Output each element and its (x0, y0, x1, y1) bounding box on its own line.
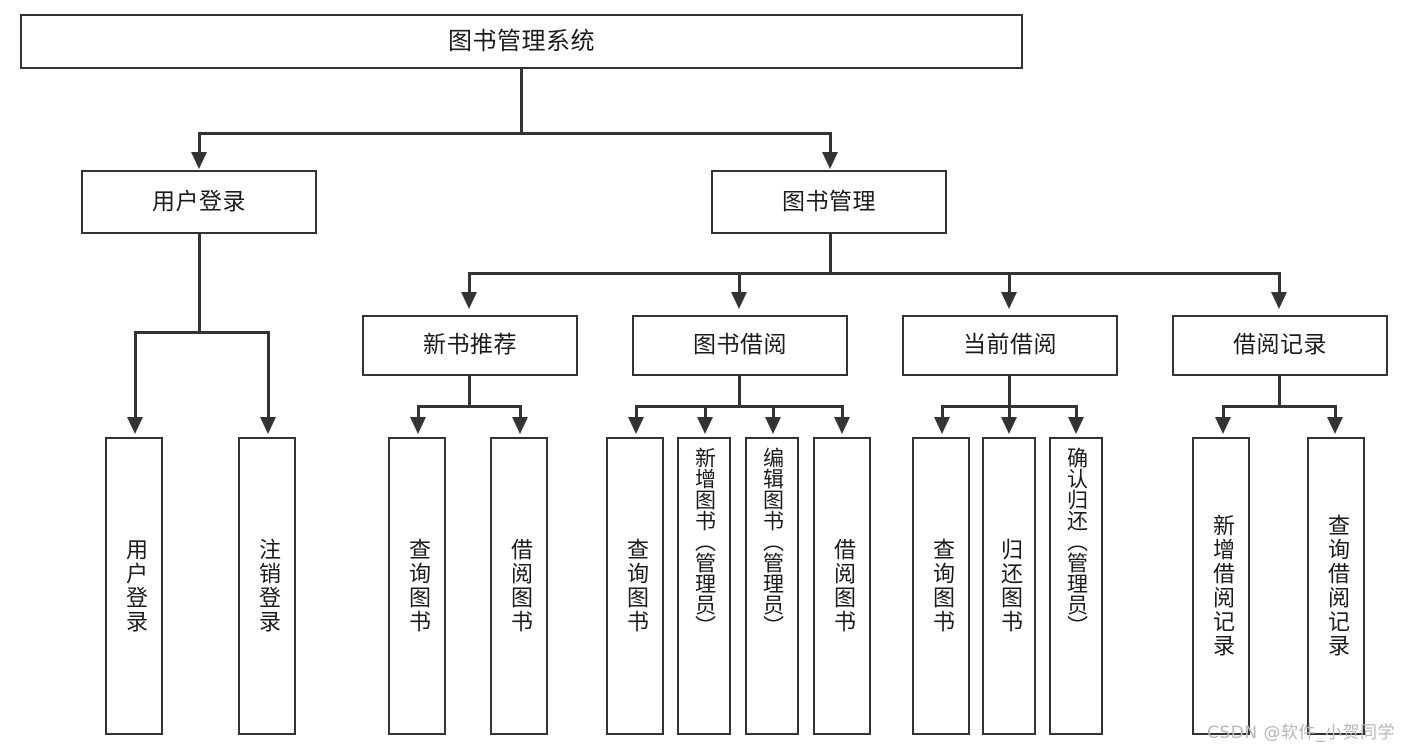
leaf-user-login-logout[interactable]: 注销登录 (238, 437, 296, 735)
arrowhead-br-child-2 (1327, 417, 1343, 434)
connector-br-child-1 (1222, 405, 1225, 419)
node-label: 用户登录 (122, 538, 147, 634)
connector-user-login-bar (134, 331, 269, 334)
arrowhead-root-to-book-management (822, 152, 838, 169)
connector-cb-child-1 (941, 405, 944, 419)
connector-root-stem (520, 69, 523, 133)
node-label: 新书推荐 (423, 332, 517, 359)
leaf-bb-borrow-book[interactable]: 借阅图书 (813, 437, 871, 735)
connector-book-management-bar (468, 272, 1280, 275)
arrowhead-bb-child-2 (697, 417, 713, 434)
connector-br-child-2 (1334, 405, 1337, 419)
node-book-management[interactable]: 图书管理 (711, 170, 947, 234)
node-label: 图书管理系统 (448, 26, 595, 55)
connector-cb-stem (1008, 376, 1011, 407)
connector-root-to-user-login (198, 132, 201, 154)
connector-root-to-book-management (829, 132, 832, 154)
leaf-bb-add-book-admin[interactable]: 新增图书（管理员） (677, 437, 731, 735)
node-label: 查询图书 (929, 538, 954, 634)
node-label: 注销登录 (255, 538, 280, 634)
node-label: 借阅记录 (1233, 332, 1327, 359)
leaf-cb-confirm-return-admin[interactable]: 确认归还（管理员） (1049, 437, 1103, 735)
arrowhead-cb-child-2 (1001, 417, 1017, 434)
connector-bm-child-4 (1278, 272, 1281, 294)
arrowhead-cb-child-1 (934, 417, 950, 434)
leaf-bb-edit-book-admin[interactable]: 编辑图书（管理员） (745, 437, 799, 735)
connector-user-login-stem (198, 234, 201, 333)
node-current-borrow[interactable]: 当前借阅 (902, 315, 1118, 376)
connector-bb-stem (738, 376, 741, 407)
node-label: 借阅图书 (830, 538, 855, 634)
connector-root-bar (198, 132, 832, 135)
connector-cb-child-3 (1075, 405, 1078, 419)
arrowhead-nbr-child-1 (410, 417, 426, 434)
arrowhead-br-child-1 (1215, 417, 1231, 434)
connector-bb-bar (635, 405, 843, 408)
node-label: 图书管理 (782, 188, 876, 215)
arrowhead-nbr-child-2 (512, 417, 528, 434)
node-label: 查询借阅记录 (1324, 514, 1349, 658)
arrowhead-user-login-child-2 (260, 417, 276, 434)
node-borrow-record[interactable]: 借阅记录 (1172, 315, 1388, 376)
leaf-cb-query-book[interactable]: 查询图书 (912, 437, 970, 735)
connector-bm-child-2 (738, 272, 741, 294)
connector-bb-child-1 (635, 405, 638, 419)
leaf-br-query-record[interactable]: 查询借阅记录 (1307, 437, 1365, 735)
arrowhead-bm-child-4 (1271, 292, 1287, 309)
leaf-nbr-query-book[interactable]: 查询图书 (388, 437, 446, 735)
connector-br-stem (1278, 376, 1281, 407)
arrowhead-bm-child-3 (1001, 292, 1017, 309)
leaf-cb-return-book[interactable]: 归还图书 (982, 437, 1036, 735)
node-label: 编辑图书（管理员） (760, 447, 785, 636)
node-label: 归还图书 (997, 538, 1022, 634)
connector-nbr-bar (417, 405, 521, 408)
connector-bm-child-1 (468, 272, 471, 294)
node-label: 用户登录 (152, 188, 246, 215)
leaf-bb-query-book[interactable]: 查询图书 (606, 437, 664, 735)
connector-bb-child-3 (772, 405, 775, 419)
connector-bm-child-3 (1008, 272, 1011, 294)
connector-br-bar (1222, 405, 1336, 408)
connector-cb-child-2 (1008, 405, 1011, 419)
node-label: 新增借阅记录 (1209, 514, 1234, 658)
arrowhead-bm-child-2 (731, 292, 747, 309)
arrowhead-bb-child-3 (765, 417, 781, 434)
arrowhead-bm-child-1 (461, 292, 477, 309)
arrowhead-bb-child-1 (628, 417, 644, 434)
node-label: 查询图书 (405, 538, 430, 634)
connector-book-management-stem (829, 234, 832, 274)
leaf-nbr-borrow-book[interactable]: 借阅图书 (490, 437, 548, 735)
arrowhead-bb-child-4 (834, 417, 850, 434)
node-label: 确认归还（管理员） (1064, 447, 1089, 636)
connector-nbr-child-2 (519, 405, 522, 419)
arrowhead-root-to-user-login (191, 152, 207, 169)
node-user-login[interactable]: 用户登录 (81, 170, 317, 234)
node-label: 当前借阅 (963, 332, 1057, 359)
connector-nbr-stem (468, 376, 471, 407)
connector-user-login-child-1 (134, 331, 137, 419)
arrowhead-cb-child-3 (1068, 417, 1084, 434)
arrowhead-user-login-child-1 (127, 417, 143, 434)
connector-bb-child-2 (704, 405, 707, 419)
node-label: 新增图书（管理员） (692, 447, 717, 636)
node-new-book-recommend[interactable]: 新书推荐 (362, 315, 578, 376)
node-label: 查询图书 (623, 538, 648, 634)
connector-bb-child-4 (841, 405, 844, 419)
connector-user-login-child-2 (267, 331, 270, 419)
node-root-book-management-system[interactable]: 图书管理系统 (20, 14, 1023, 69)
leaf-user-login-login[interactable]: 用户登录 (105, 437, 163, 735)
leaf-br-add-record[interactable]: 新增借阅记录 (1192, 437, 1250, 735)
csdn-watermark: CSDN @软件_小贺同学 (1207, 723, 1395, 743)
node-label: 图书借阅 (693, 332, 787, 359)
node-book-borrow[interactable]: 图书借阅 (632, 315, 848, 376)
connector-nbr-child-1 (417, 405, 420, 419)
node-label: 借阅图书 (507, 538, 532, 634)
